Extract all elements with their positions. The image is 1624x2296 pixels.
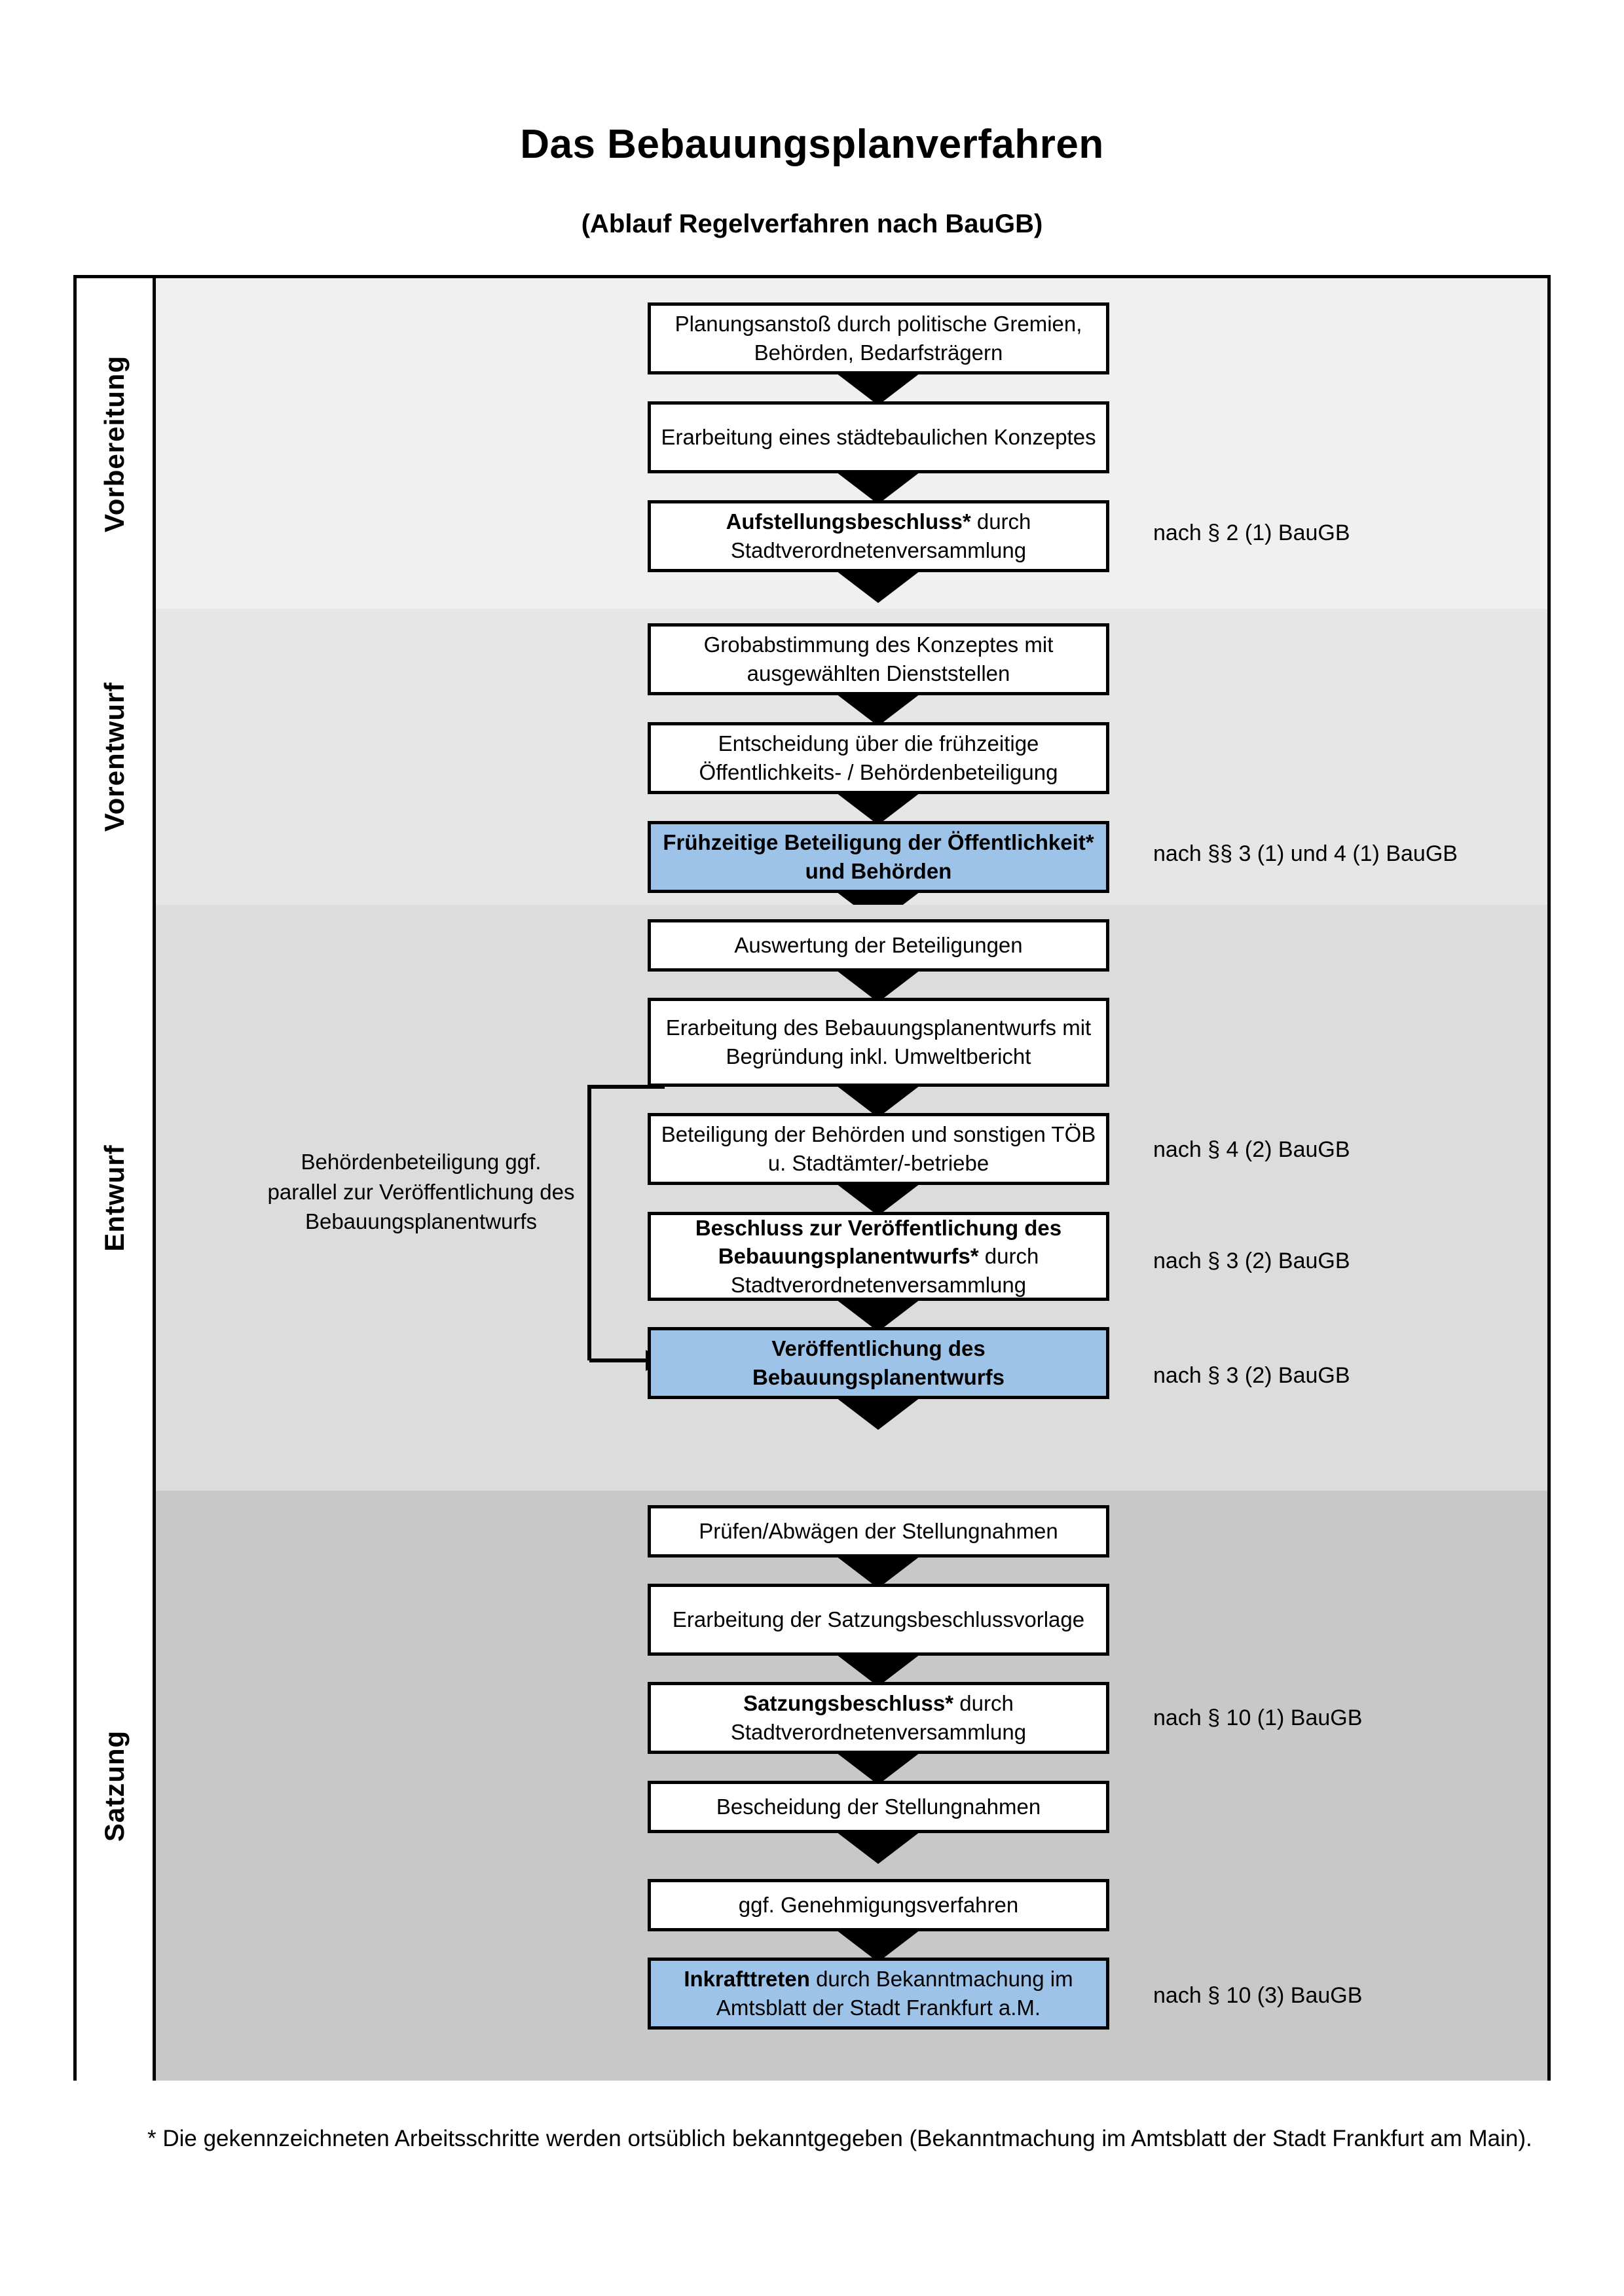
step-text-bold: Satzungsbeschluss*: [743, 1691, 954, 1716]
step-box[interactable]: Erarbeitung eines städtebaulichen Konzep…: [648, 401, 1109, 473]
flow-arrow-down: [834, 1396, 923, 1430]
flow-arrow-down: [834, 692, 923, 726]
step-box[interactable]: Bescheidung der Stellungnahmen: [648, 1781, 1109, 1833]
step-text: Beschluss zur Veröffentlichung des Bebau…: [657, 1214, 1099, 1300]
flow-arrow-down: [834, 1554, 923, 1588]
page-subtitle: (Ablauf Regelverfahren nach BauGB): [581, 210, 1043, 238]
phase-body-satzung: Prüfen/Abwägen der Stellungnahmen Erarbe…: [156, 1491, 1547, 2081]
step-box[interactable]: Grobabstimmung des Konzeptes mit ausgewä…: [648, 623, 1109, 695]
step-box[interactable]: Prüfen/Abwägen der Stellungnahmen: [648, 1505, 1109, 1558]
step-text-bold: Inkrafttreten: [684, 1967, 810, 1992]
step-box[interactable]: Erarbeitung der Satzungsbeschlussvorlage: [648, 1584, 1109, 1656]
step-box-highlighted[interactable]: Frühzeitige Beteiligung der Öffentlichke…: [648, 821, 1109, 893]
step-box[interactable]: Beschluss zur Veröffentlichung des Bebau…: [648, 1212, 1109, 1301]
step-text-rest: durch Stadtverordnetenversammlung: [730, 1691, 1027, 1744]
step-text-rest: durch Stadtverordnetenversammlung: [730, 1244, 1039, 1297]
step-box[interactable]: Beteiligung der Behörden und sonstigen T…: [648, 1113, 1109, 1185]
legal-reference: nach § 2 (1) BauGB: [1153, 520, 1350, 545]
phase-vorentwurf: Vorentwurf Grobabstimmung des Konzeptes …: [77, 609, 1547, 924]
flow-arrow-down: [834, 470, 923, 504]
step-text: ggf. Genehmigungsverfahren: [738, 1893, 1019, 1918]
step-text-rest: durch Bekanntmachung im Amtsblatt der St…: [716, 1967, 1073, 2020]
phase-label-satzung: Satzung: [77, 1491, 156, 2081]
flow-arrow-down: [834, 1084, 923, 1118]
page-title: Das Bebauungsplanverfahren: [520, 122, 1104, 167]
phase-entwurf: Entwurf Behördenbeteiligung ggf. paralle…: [77, 905, 1547, 1494]
step-text: Grobabstimmung des Konzeptes mit ausgewä…: [703, 632, 1054, 685]
step-text: Erarbeitung des Bebauungsplanentwurfs mi…: [665, 1015, 1092, 1068]
phase-label-vorbereitung: Vorbereitung: [77, 278, 156, 609]
legal-reference: nach § 10 (1) BauGB: [1153, 1705, 1363, 1730]
step-box[interactable]: Satzungsbeschluss* durch Stadtverordnete…: [648, 1682, 1109, 1754]
step-box[interactable]: Erarbeitung des Bebauungsplanentwurfs mi…: [648, 998, 1109, 1087]
step-box[interactable]: Planungsanstoß durch politische Gremien,…: [648, 302, 1109, 374]
legal-reference: nach § 3 (2) BauGB: [1153, 1248, 1350, 1273]
step-text: Planungsanstoß durch politische Gremien,…: [674, 312, 1082, 365]
phase-body-vorbereitung: Planungsanstoß durch politische Gremien,…: [156, 278, 1547, 609]
phase-label-text: Satzung: [99, 1730, 130, 1842]
step-text: Inkrafttreten durch Bekanntmachung im Am…: [657, 1965, 1099, 2022]
flow-arrow-down: [834, 569, 923, 603]
flow-arrow-down: [834, 1298, 923, 1332]
flow-arrow-down: [834, 791, 923, 825]
step-text-rest: durch Stadtverordnetenversammlung: [730, 509, 1031, 562]
step-box[interactable]: Auswertung der Beteiligungen: [648, 919, 1109, 972]
step-text-bold: Beschluss zur Veröffentlichung des Bebau…: [695, 1215, 1062, 1269]
step-text: Auswertung der Beteiligungen: [734, 933, 1023, 958]
legal-reference: nach § 4 (2) BauGB: [1153, 1137, 1350, 1162]
flow-arrow-down: [834, 1928, 923, 1962]
step-text: Erarbeitung der Satzungsbeschlussvorlage: [672, 1607, 1085, 1632]
footnote: * Die gekennzeichneten Arbeitsschritte w…: [147, 2126, 1532, 2151]
legal-reference: nach § 3 (2) BauGB: [1153, 1363, 1350, 1388]
step-text: Entscheidung über die frühzeitige Öffent…: [699, 731, 1058, 784]
step-box-highlighted[interactable]: Inkrafttreten durch Bekanntmachung im Am…: [648, 1958, 1109, 2030]
step-text: Erarbeitung eines städtebaulichen Konzep…: [661, 425, 1096, 450]
step-text-bold: Aufstellungsbeschluss*: [726, 509, 971, 534]
flow-arrow-down: [834, 968, 923, 1002]
flow-arrow-down: [834, 371, 923, 405]
phase-label-vorentwurf: Vorentwurf: [77, 609, 156, 905]
phase-vorbereitung: Vorbereitung Planungsanstoß durch politi…: [77, 278, 1547, 612]
phase-body-vorentwurf: Grobabstimmung des Konzeptes mit ausgewä…: [156, 609, 1547, 924]
flow-arrow-down: [834, 1830, 923, 1864]
phase-label-text: Vorentwurf: [99, 682, 130, 832]
step-text: Prüfen/Abwägen der Stellungnahmen: [699, 1519, 1058, 1544]
step-text: Veröffentlichung des Bebauungsplanentwur…: [752, 1336, 1005, 1389]
step-box-highlighted[interactable]: Veröffentlichung des Bebauungsplanentwur…: [648, 1327, 1109, 1399]
legal-reference: nach §§ 3 (1) und 4 (1) BauGB: [1153, 841, 1458, 866]
flow-arrow-down: [834, 1751, 923, 1785]
step-box[interactable]: Aufstellungsbeschluss* durch Stadtverord…: [648, 500, 1109, 572]
step-text: Aufstellungsbeschluss* durch Stadtverord…: [657, 507, 1099, 564]
step-text: Frühzeitige Beteiligung der Öffentlichke…: [663, 830, 1094, 883]
flow-arrow-down: [834, 1652, 923, 1686]
phase-label-text: Entwurf: [99, 1144, 130, 1252]
flow-arrow-down: [834, 1182, 923, 1216]
phase-body-entwurf: Behördenbeteiligung ggf. parallel zur Ve…: [156, 905, 1547, 1491]
phase-label-text: Vorbereitung: [99, 355, 130, 532]
step-text: Beteiligung der Behörden und sonstigen T…: [661, 1122, 1096, 1175]
step-box[interactable]: Entscheidung über die frühzeitige Öffent…: [648, 722, 1109, 794]
phase-satzung: Satzung Prüfen/Abwägen der Stellungnahme…: [77, 1491, 1547, 2081]
sidenote-behoerdenbeteiligung: Behördenbeteiligung ggf. parallel zur Ve…: [267, 1150, 575, 1234]
phase-label-entwurf: Entwurf: [77, 905, 156, 1491]
step-text: Bescheidung der Stellungnahmen: [716, 1795, 1041, 1819]
legal-reference: nach § 10 (3) BauGB: [1153, 1983, 1363, 2008]
step-box[interactable]: ggf. Genehmigungsverfahren: [648, 1879, 1109, 1931]
step-text: Satzungsbeschluss* durch Stadtverordnete…: [657, 1689, 1099, 1746]
flowchart-frame: Vorbereitung Planungsanstoß durch politi…: [73, 275, 1551, 2081]
